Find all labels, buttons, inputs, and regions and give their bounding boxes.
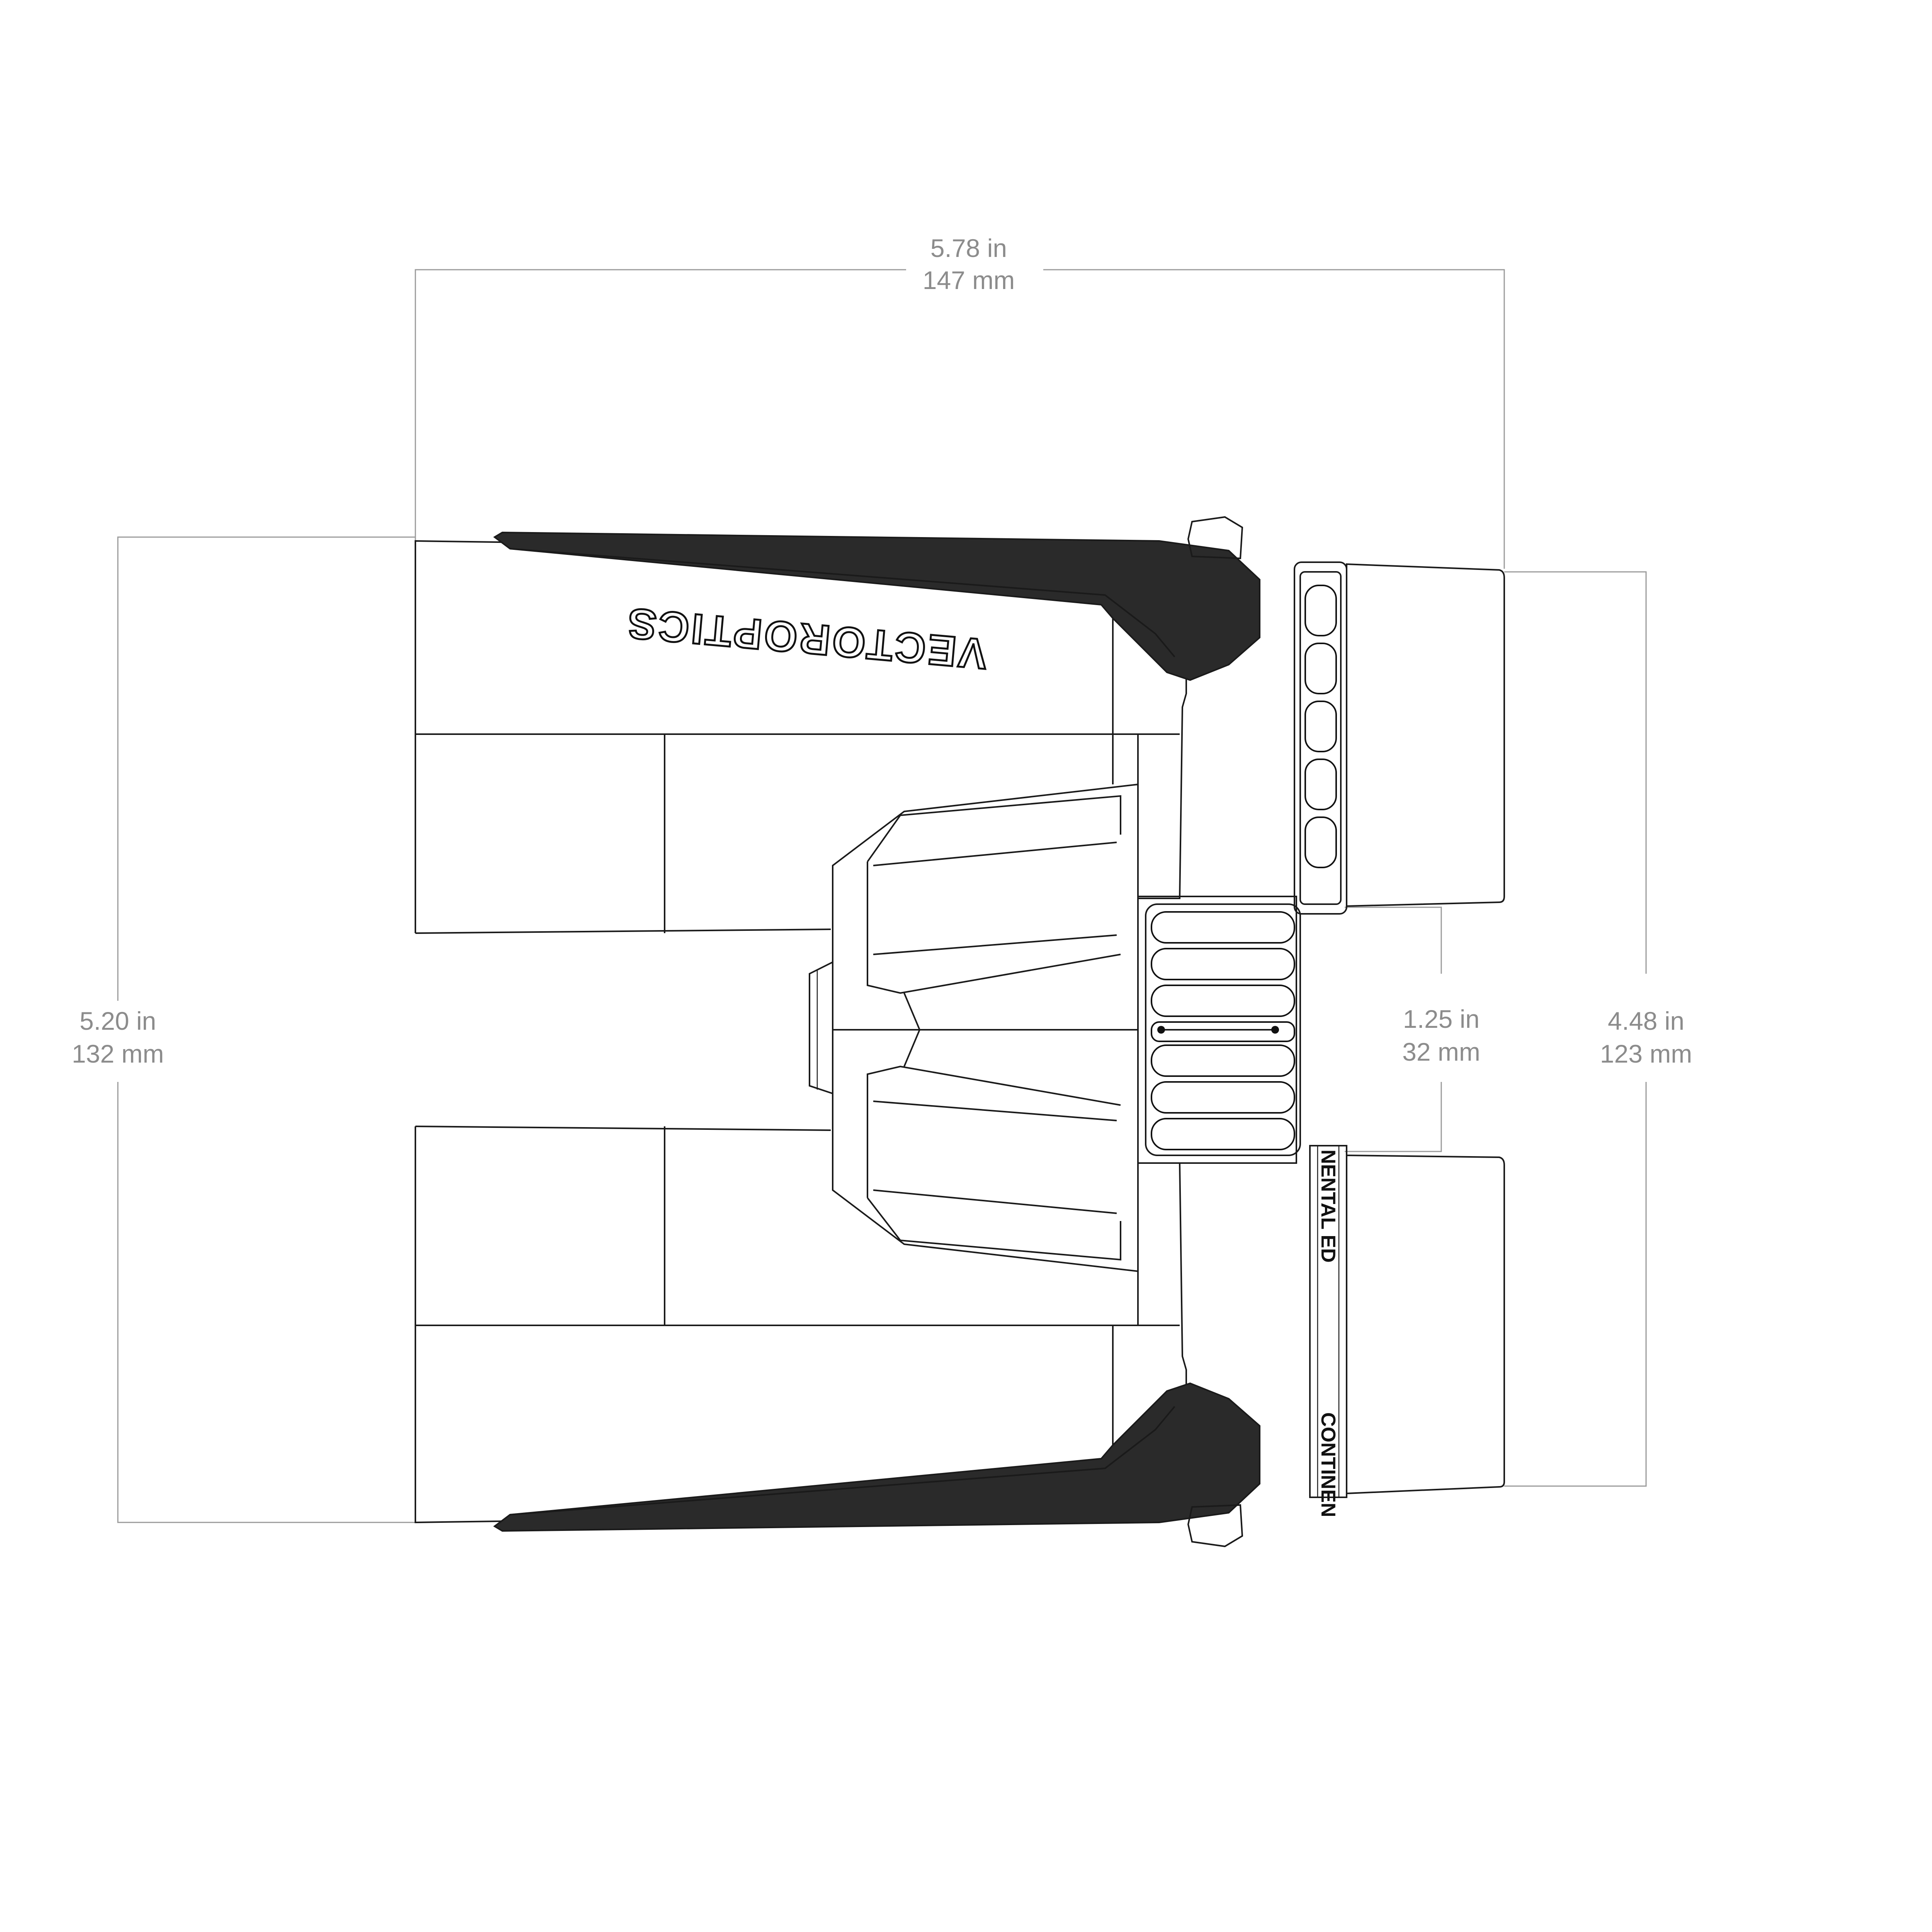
upper-eyecup[interactable] [1346,563,1505,907]
dimension-overall-length: 5.78 in 147 mm [415,234,1505,569]
band-text-upper: NENTAL ED [1317,1150,1339,1263]
span-in-label: 4.48 in [1608,1007,1684,1035]
length-mm-label: 147 mm [923,266,1015,294]
hinge-assembly [809,783,1139,1272]
length-in-label: 5.78 in [930,234,1007,262]
height-mm-label: 132 mm [72,1039,164,1068]
focus-in-label: 1.25 in [1403,1005,1480,1033]
span-mm-label: 123 mm [1600,1039,1692,1068]
svg-text:VECTOROPTICS: VECTOROPTICS [624,599,989,678]
brand-logo: VECTOROPTICS [623,598,990,679]
lower-eyecup[interactable] [1346,1154,1505,1495]
upper-grip [493,531,1260,681]
lower-objective-band: NENTAL ED CONTINEN [1309,1145,1347,1517]
lower-grip [493,1382,1260,1532]
upper-diopter-ring [1294,561,1347,915]
height-in-label: 5.20 in [80,1007,156,1035]
focus-mm-label: 32 mm [1402,1037,1480,1066]
dimension-eyecup-span: 4.48 in 123 mm [1504,571,1692,1487]
lower-strap-lug [1187,1504,1243,1548]
dimension-overall-height: 5.20 in 132 mm [72,536,415,1523]
dimension-focus-wheel: 1.25 in 32 mm [1345,906,1480,1152]
focus-wheel[interactable] [1137,896,1301,1164]
upper-strap-lug [1187,516,1243,560]
band-text-lower: CONTINEN [1317,1412,1339,1517]
